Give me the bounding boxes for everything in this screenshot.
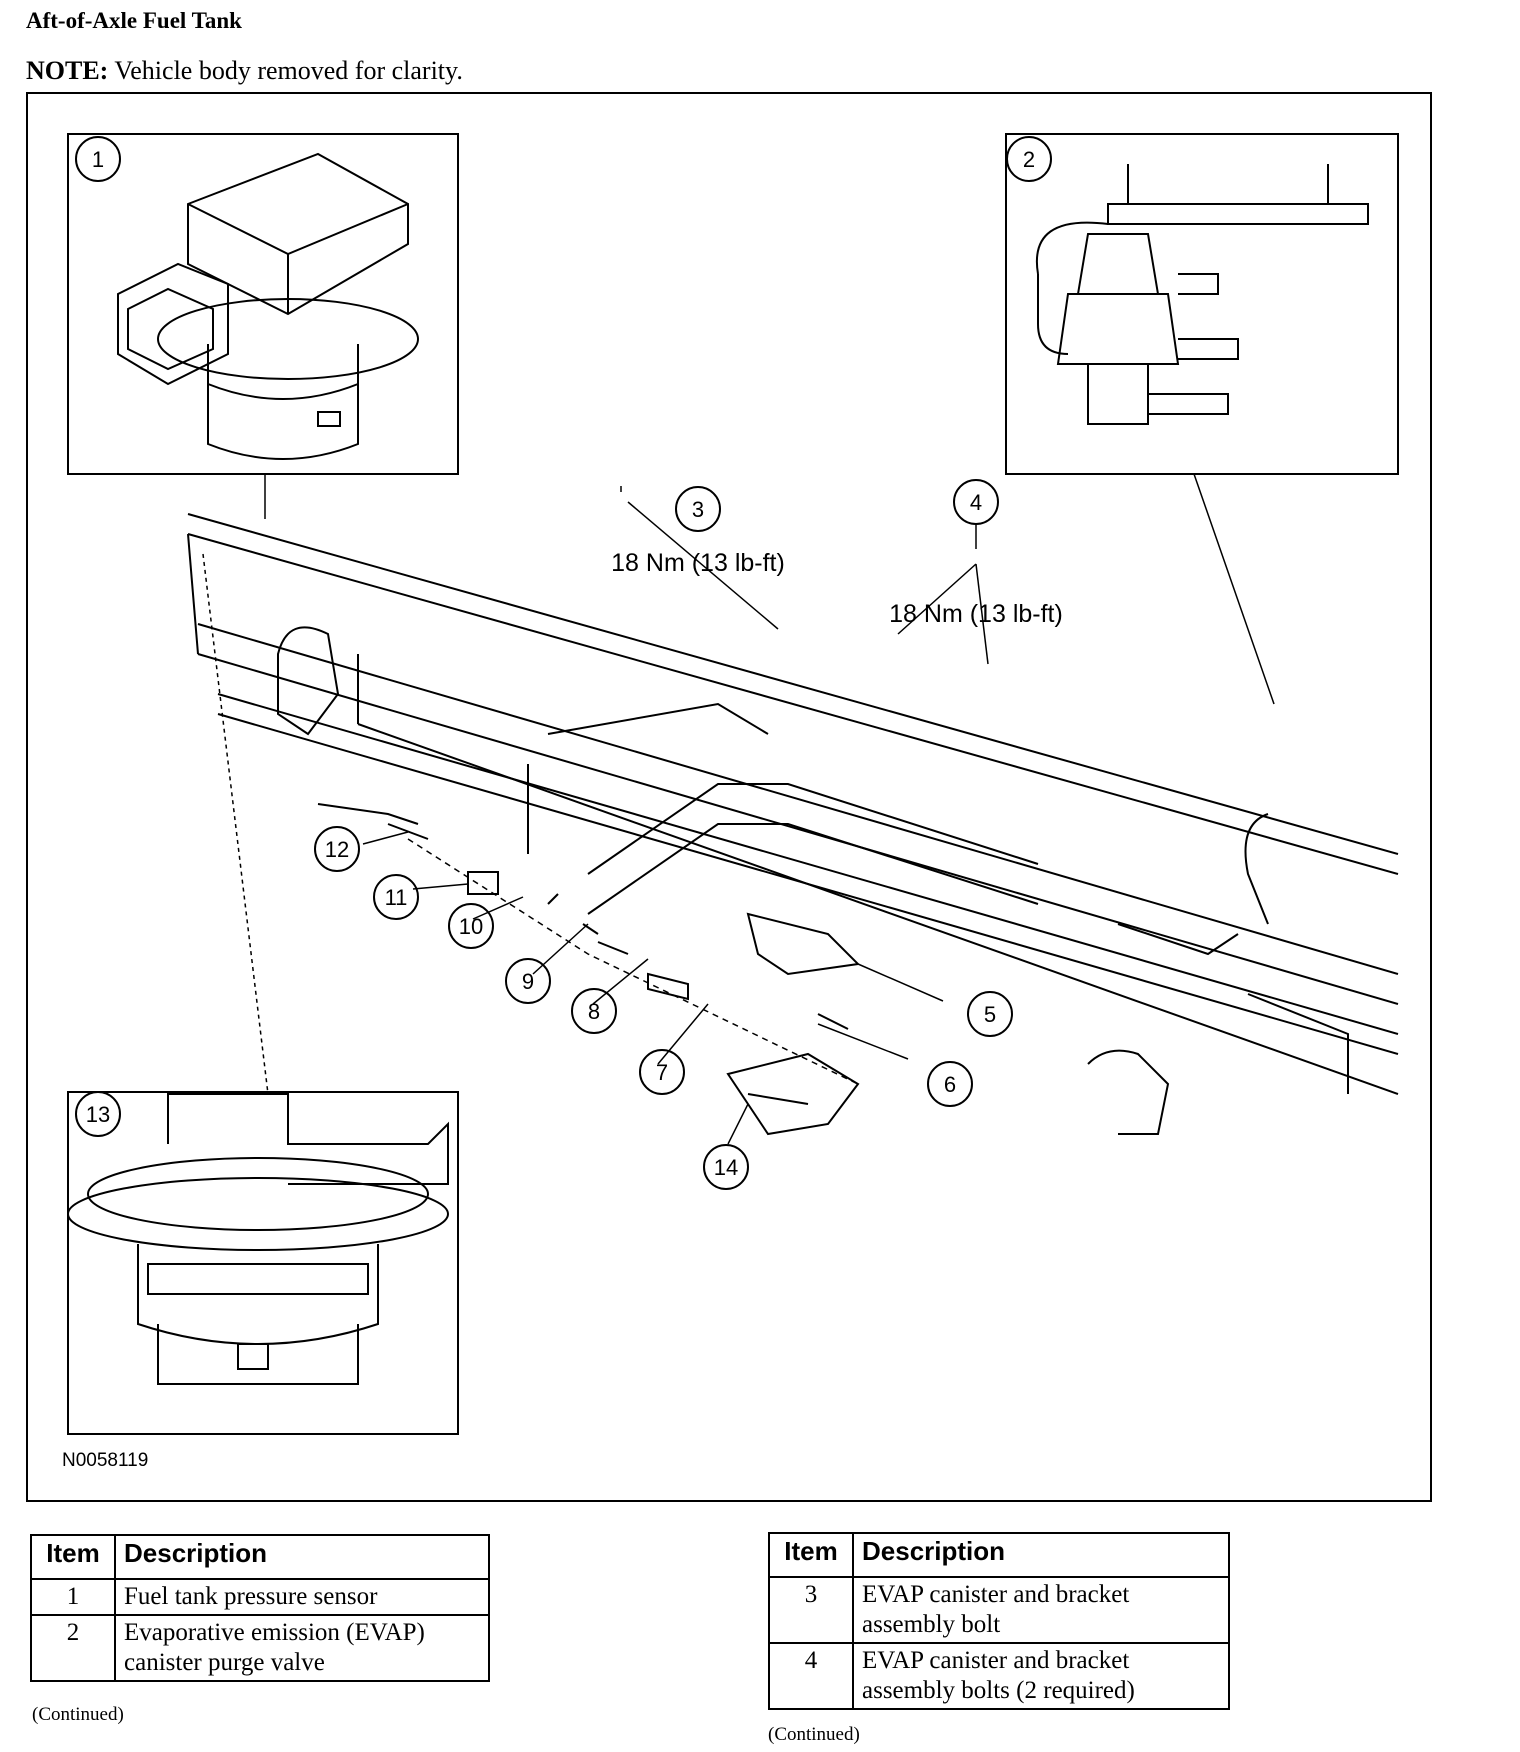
leader-4a: [897, 563, 977, 635]
item-number: 3: [768, 1576, 854, 1644]
callout-12: 12: [325, 837, 349, 862]
callout-circle-9: [505, 958, 551, 1004]
callout-11: 11: [385, 885, 408, 910]
page-title: Aft-of-Axle Fuel Tank: [26, 8, 242, 33]
description-line: Evaporative emission (EVAP): [124, 1619, 425, 1646]
purge-valve-illustration: [1035, 164, 1369, 425]
callout-13: 13: [86, 1102, 110, 1127]
description-line: assembly bolt: [862, 1611, 1001, 1638]
assembly-line: [407, 838, 859, 1085]
callout-9: 9: [522, 969, 534, 994]
leader-13: [202, 553, 269, 1095]
callout-circle-14: [703, 1144, 749, 1190]
vapor-fitting-illustration: [67, 1093, 449, 1385]
callout-circle-5: [967, 991, 1013, 1037]
inset-box-1: [67, 133, 459, 475]
table-row: 4 EVAP canister and bracket assembly bolt…: [768, 1642, 1230, 1710]
pressure-sensor-illustration: [117, 152, 419, 460]
callout-circle-13: [75, 1091, 121, 1137]
table-row: 1 Fuel tank pressure sensor: [30, 1578, 490, 1616]
figure-id: N0058119: [62, 1450, 149, 1471]
description-line: assembly bolts (2 required): [862, 1677, 1135, 1704]
callout-5: 5: [984, 1002, 996, 1027]
callout-6: 6: [944, 1072, 956, 1097]
leader-8: [592, 958, 649, 1005]
leader-3b: [627, 501, 779, 630]
callout-8: 8: [588, 999, 600, 1024]
leader-12: [362, 831, 409, 845]
leader-9: [532, 923, 589, 975]
leader-2: [1193, 473, 1275, 705]
note: NOTE: Vehicle body removed for clarity.: [26, 56, 463, 86]
description-line: Fuel tank pressure sensor: [124, 1583, 378, 1610]
note-text: Vehicle body removed for clarity.: [114, 56, 463, 85]
item-table-left: Item Description 1 Fuel tank pressure se…: [30, 1534, 490, 1682]
leader-7: [657, 1003, 709, 1065]
callout-4: 4: [970, 490, 982, 515]
column-header-description: Description: [852, 1532, 1230, 1578]
leader-11: [412, 883, 469, 890]
evap-parts-illustration: [317, 803, 861, 1136]
leader-lines: [202, 473, 1275, 1145]
item-table-right: Item Description 3 EVAP canister and bra…: [768, 1532, 1230, 1710]
item-description: EVAP canister and bracket assembly bolt: [852, 1576, 1230, 1644]
callout-1: 1: [92, 147, 104, 172]
torque-label-4: 18 Nm (13 lb-ft): [889, 600, 1063, 628]
inset-box-13: [67, 1091, 459, 1435]
callout-7: 7: [656, 1060, 668, 1085]
item-description: EVAP canister and bracket assembly bolts …: [852, 1642, 1230, 1710]
table-row: 3 EVAP canister and bracket assembly bolt: [768, 1576, 1230, 1644]
callout-circle-4: [953, 479, 999, 525]
column-header-item: Item: [768, 1532, 854, 1578]
callout-10: 10: [459, 914, 483, 939]
callout-circle-6: [927, 1061, 973, 1107]
inset-box-2: [1005, 133, 1399, 475]
table-header-row: Item Description: [30, 1534, 490, 1580]
callout-circle-3: [675, 486, 721, 532]
leader-5: [857, 963, 944, 1002]
item-number: 4: [768, 1642, 854, 1710]
table-row: 2 Evaporative emission (EVAP) canister pu…: [30, 1614, 490, 1682]
callout-circles: [75, 136, 1052, 1190]
leader-14: [727, 1103, 749, 1145]
callout-circle-12: [314, 826, 360, 872]
item-number: 2: [30, 1614, 116, 1682]
callout-3: 3: [692, 497, 704, 522]
diagram-canvas: 1 2 3 4 5 6 7 8 9 10 11 12 13 14 18 Nm (…: [67, 133, 1399, 1435]
callout-circle-2: [1006, 136, 1052, 182]
column-header-description: Description: [114, 1534, 490, 1580]
continued-note-left: (Continued): [32, 1704, 124, 1725]
callout-circle-7: [639, 1049, 685, 1095]
description-line: EVAP canister and bracket: [862, 1581, 1130, 1608]
table-header-row: Item Description: [768, 1532, 1230, 1578]
description-line: canister purge valve: [124, 1649, 325, 1676]
callout-circle-10: [448, 903, 494, 949]
torque-label-3: 18 Nm (13 lb-ft): [611, 549, 785, 577]
leader-4b: [975, 563, 989, 665]
column-header-item: Item: [30, 1534, 116, 1580]
continued-note-right: (Continued): [768, 1724, 860, 1745]
description-line: EVAP canister and bracket: [862, 1647, 1130, 1674]
vehicle-frame-illustration: [187, 513, 1399, 1135]
leader-10: [472, 896, 524, 920]
note-label: NOTE:: [26, 56, 109, 85]
callout-circle-8: [571, 988, 617, 1034]
callout-14: 14: [714, 1155, 738, 1180]
item-description: Fuel tank pressure sensor: [114, 1578, 490, 1616]
callout-circle-1: [75, 136, 121, 182]
item-number: 1: [30, 1578, 116, 1616]
item-description: Evaporative emission (EVAP) canister purg…: [114, 1614, 490, 1682]
callout-circle-11: [373, 874, 419, 920]
leader-6: [817, 1023, 909, 1060]
exploded-view-figure: 1 2 3 4 5 6 7 8 9 10 11 12 13 14 18 Nm (…: [26, 92, 1432, 1502]
callout-2: 2: [1023, 147, 1035, 172]
